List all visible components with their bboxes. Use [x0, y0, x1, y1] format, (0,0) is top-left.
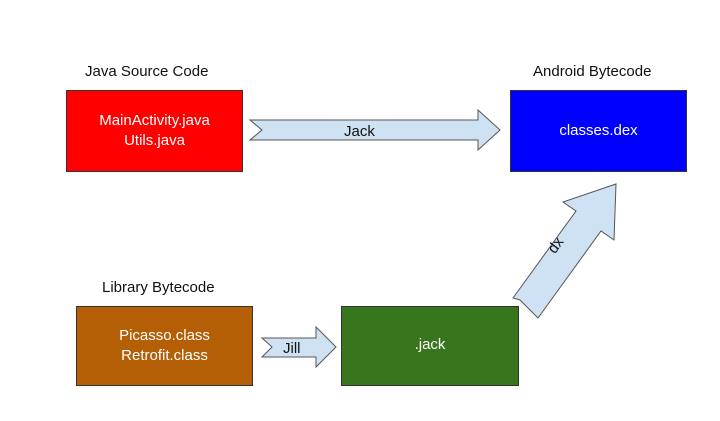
jack-file: .jack	[414, 336, 446, 353]
library-bytecode-heading: Library Bytecode	[102, 279, 215, 296]
android-bytecode-heading: Android Bytecode	[533, 63, 652, 80]
jill-arrow-label: Jill	[283, 340, 301, 357]
dex-file: classes.dex	[559, 122, 638, 139]
dex-box: classes.dex	[510, 90, 687, 172]
java-file-main: MainActivity.java	[99, 112, 210, 129]
library-file-picasso: Picasso.class	[119, 327, 210, 344]
jack-file-box: .jack	[341, 306, 519, 386]
library-file-retrofit: Retrofit.class	[121, 347, 208, 364]
jack-arrow-label: Jack	[344, 123, 375, 140]
dx-arrow	[512, 183, 617, 319]
jill-arrow	[260, 325, 337, 369]
java-source-heading: Java Source Code	[85, 63, 209, 80]
library-bytecode-box: Picasso.class Retrofit.class	[76, 306, 253, 386]
java-file-utils: Utils.java	[124, 132, 185, 149]
jack-arrow	[248, 108, 501, 152]
java-source-box: MainActivity.java Utils.java	[66, 90, 243, 172]
